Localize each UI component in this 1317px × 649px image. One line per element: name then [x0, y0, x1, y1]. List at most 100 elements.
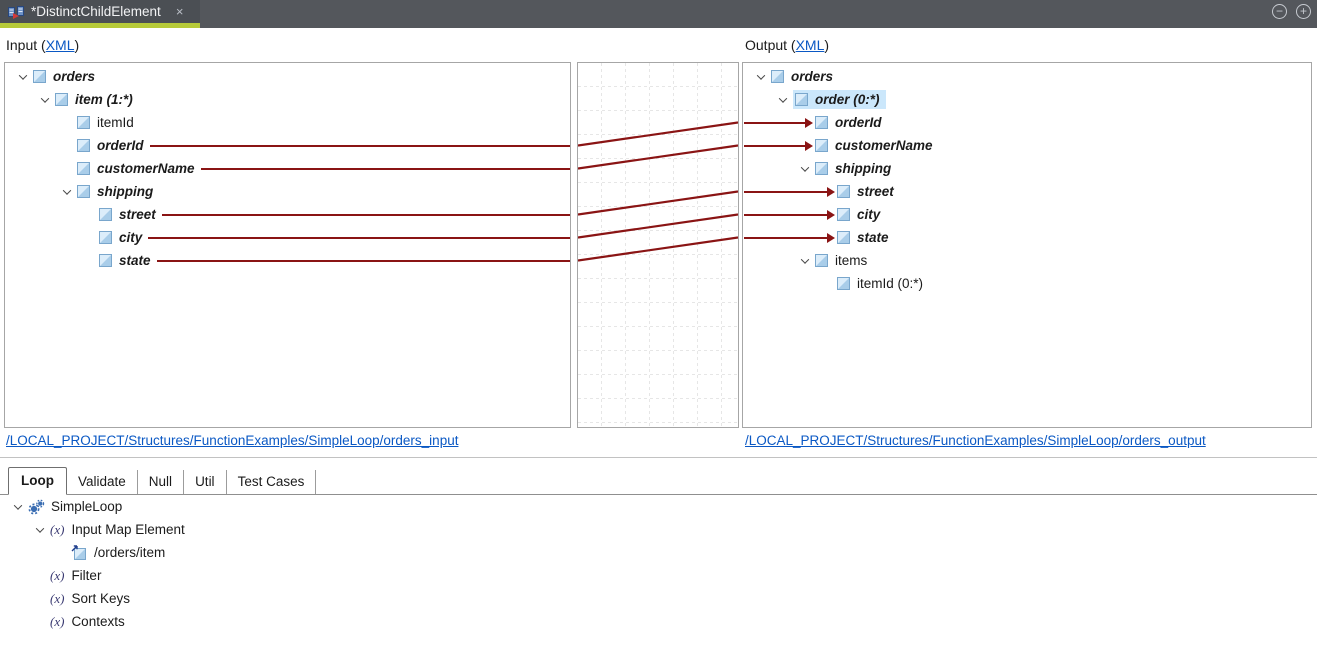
xml-element-icon	[77, 185, 90, 198]
xml-element-icon	[795, 93, 808, 106]
tree-node-label: /orders/item	[94, 545, 166, 560]
tree-row-shipping-in[interactable]: shipping	[5, 180, 570, 203]
output-header-text: Output (	[745, 37, 796, 53]
tree-row-orders-item-path[interactable]: /orders/item	[0, 541, 700, 564]
mapped-xml-element-icon	[71, 545, 87, 560]
tree-row-customername-out[interactable]: customerName	[743, 134, 1311, 157]
xml-element-icon	[837, 185, 850, 198]
map-document-icon	[8, 5, 24, 19]
tree-row-city-in[interactable]: city	[5, 226, 570, 249]
mapping-canvas-panel	[577, 62, 739, 428]
mapping-line-city[interactable]	[578, 213, 738, 239]
mapping-canvas[interactable]	[578, 63, 738, 427]
output-structure-link[interactable]: /LOCAL_PROJECT/Structures/FunctionExampl…	[745, 433, 1206, 448]
tree-node-label: orderId	[97, 138, 144, 153]
tree-row-street-out[interactable]: street	[743, 180, 1311, 203]
function-icon: (x)	[50, 521, 65, 537]
xml-element-icon	[815, 162, 828, 175]
mapping-line[interactable]	[161, 213, 570, 216]
tree-node-label: shipping	[97, 184, 154, 199]
tree-node-label: customerName	[835, 138, 933, 153]
mapping-arrow[interactable]	[744, 186, 835, 197]
function-icon: (x)	[50, 567, 65, 583]
function-icon: (x)	[50, 613, 65, 629]
mapping-line[interactable]	[148, 236, 570, 239]
tree-row-filter[interactable]: (x) Filter	[0, 564, 700, 587]
mapping-line[interactable]	[149, 144, 570, 147]
horizontal-splitter[interactable]	[0, 457, 1317, 460]
tab-test-cases[interactable]: Test Cases	[227, 470, 317, 494]
chevron-down-icon[interactable]	[795, 254, 815, 264]
chevron-down-icon[interactable]	[773, 93, 793, 103]
mapping-line[interactable]	[200, 167, 570, 170]
tree-row-orderid-in[interactable]: orderId	[5, 134, 570, 157]
tree-node-label: city	[119, 230, 143, 245]
mapped-badge-arrow-icon	[71, 545, 78, 552]
tree-node-label: state	[857, 230, 889, 245]
tree-row-itemid-in[interactable]: itemId	[5, 111, 570, 134]
tree-row-shipping-out[interactable]: shipping	[743, 157, 1311, 180]
tree-row-order-out-selected[interactable]: order (0:*)	[743, 88, 1311, 111]
xml-element-icon	[99, 231, 112, 244]
xml-element-icon	[837, 208, 850, 221]
output-header-suffix: )	[824, 37, 830, 53]
tree-row-customername-in[interactable]: customerName	[5, 157, 570, 180]
tree-node-label: SimpleLoop	[51, 499, 123, 514]
tree-node-label: orderId	[835, 115, 882, 130]
tree-row-input-map-element[interactable]: (x) Input Map Element	[0, 518, 700, 541]
tree-node-label: state	[119, 253, 151, 268]
chevron-down-icon[interactable]	[795, 162, 815, 172]
mapping-arrow[interactable]	[744, 117, 813, 128]
tab-validate[interactable]: Validate	[67, 470, 138, 494]
tab-util[interactable]: Util	[184, 470, 227, 494]
tree-row-contexts[interactable]: (x) Contexts	[0, 610, 700, 633]
tree-node-label: street	[119, 207, 156, 222]
chevron-down-icon[interactable]	[8, 500, 28, 510]
mapping-line-customername[interactable]	[578, 144, 738, 170]
chevron-down-icon[interactable]	[13, 70, 33, 80]
mapping-line-state[interactable]	[578, 236, 738, 262]
collapse-icon[interactable]: −	[1272, 4, 1287, 19]
document-tab[interactable]: *DistinctChildElement ×	[0, 0, 200, 28]
tab-null[interactable]: Null	[138, 470, 185, 494]
xml-element-icon	[74, 548, 86, 560]
input-structure-link[interactable]: /LOCAL_PROJECT/Structures/FunctionExampl…	[6, 433, 459, 448]
output-xml-link[interactable]: XML	[795, 37, 825, 53]
expand-icon[interactable]: +	[1296, 4, 1311, 19]
tree-row-street-in[interactable]: street	[5, 203, 570, 226]
chevron-down-icon[interactable]	[57, 185, 77, 195]
chevron-down-icon[interactable]	[751, 70, 771, 80]
tree-row-orders-out[interactable]: orders	[743, 65, 1311, 88]
output-tree-panel: orders order (0:*) orderId customerName …	[742, 62, 1312, 428]
xml-element-icon	[837, 231, 850, 244]
tree-row-state-in[interactable]: state	[5, 249, 570, 272]
mapping-arrow[interactable]	[744, 232, 835, 243]
mapping-line-orderid[interactable]	[578, 121, 738, 147]
mapping-line[interactable]	[156, 259, 570, 262]
tree-row-sort-keys[interactable]: (x) Sort Keys	[0, 587, 700, 610]
tree-node-label: city	[857, 207, 881, 222]
mapping-arrow[interactable]	[744, 140, 813, 151]
tree-node-label: Contexts	[71, 614, 125, 629]
tree-row-orders-in[interactable]: orders	[5, 65, 570, 88]
mapping-arrow[interactable]	[744, 209, 835, 220]
tab-loop[interactable]: Loop	[8, 467, 67, 495]
xml-element-icon	[771, 70, 784, 83]
tree-row-simpleloop[interactable]: SimpleLoop	[0, 495, 700, 518]
tree-row-item-in[interactable]: item (1:*)	[5, 88, 570, 111]
xml-element-icon	[33, 70, 46, 83]
selection-highlight: order (0:*)	[793, 90, 886, 109]
chevron-down-icon[interactable]	[35, 93, 55, 103]
mapping-line-street[interactable]	[578, 190, 738, 216]
tree-row-items-out[interactable]: items	[743, 249, 1311, 272]
tree-node-label: shipping	[835, 161, 892, 176]
tree-row-orderid-out[interactable]: orderId	[743, 111, 1311, 134]
close-icon[interactable]: ×	[175, 4, 184, 19]
xml-element-icon	[99, 208, 112, 221]
tree-row-city-out[interactable]: city	[743, 203, 1311, 226]
xml-element-icon	[77, 139, 90, 152]
input-xml-link[interactable]: XML	[45, 37, 75, 53]
tree-row-itemid-out[interactable]: itemId (0:*)	[743, 272, 1311, 295]
chevron-down-icon[interactable]	[30, 523, 50, 533]
tree-row-state-out[interactable]: state	[743, 226, 1311, 249]
